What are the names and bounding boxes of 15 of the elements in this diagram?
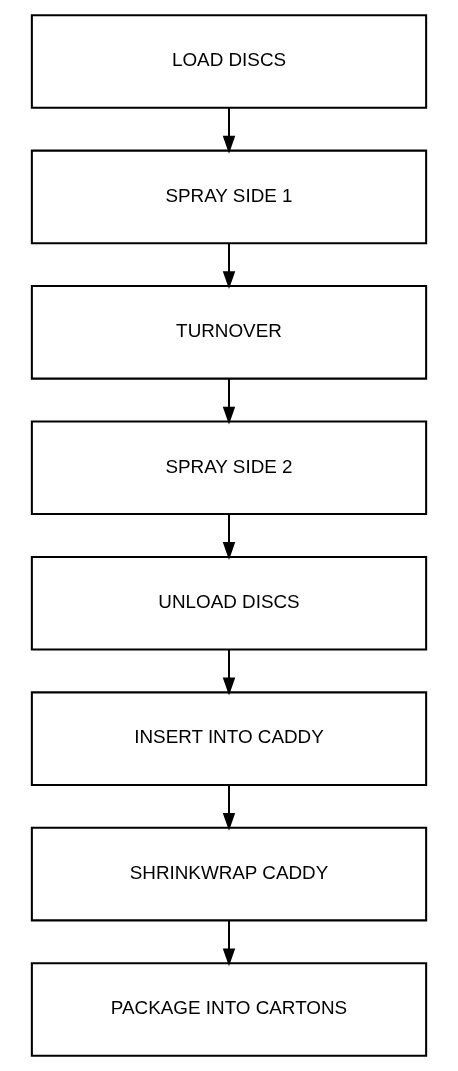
arrow <box>222 243 236 290</box>
node-box: PACKAGE INTO CARTONS <box>30 962 428 1057</box>
arrow <box>222 378 236 425</box>
node-box: TURNOVER <box>30 285 428 380</box>
arrow <box>222 514 236 560</box>
node-box: INSERT INTO CADDY <box>30 691 428 786</box>
node-box: UNLOAD DISCS <box>30 555 428 651</box>
node-box: LOAD DISCS <box>30 14 428 109</box>
arrow <box>222 920 236 967</box>
arrow <box>222 107 236 154</box>
node-box: SHRINKWRAP CADDY <box>30 826 428 922</box>
arrow <box>222 785 236 831</box>
node-box: SPRAY SIDE 2 <box>30 420 428 516</box>
node-box: SPRAY SIDE 1 <box>30 149 428 245</box>
arrow <box>222 649 236 696</box>
